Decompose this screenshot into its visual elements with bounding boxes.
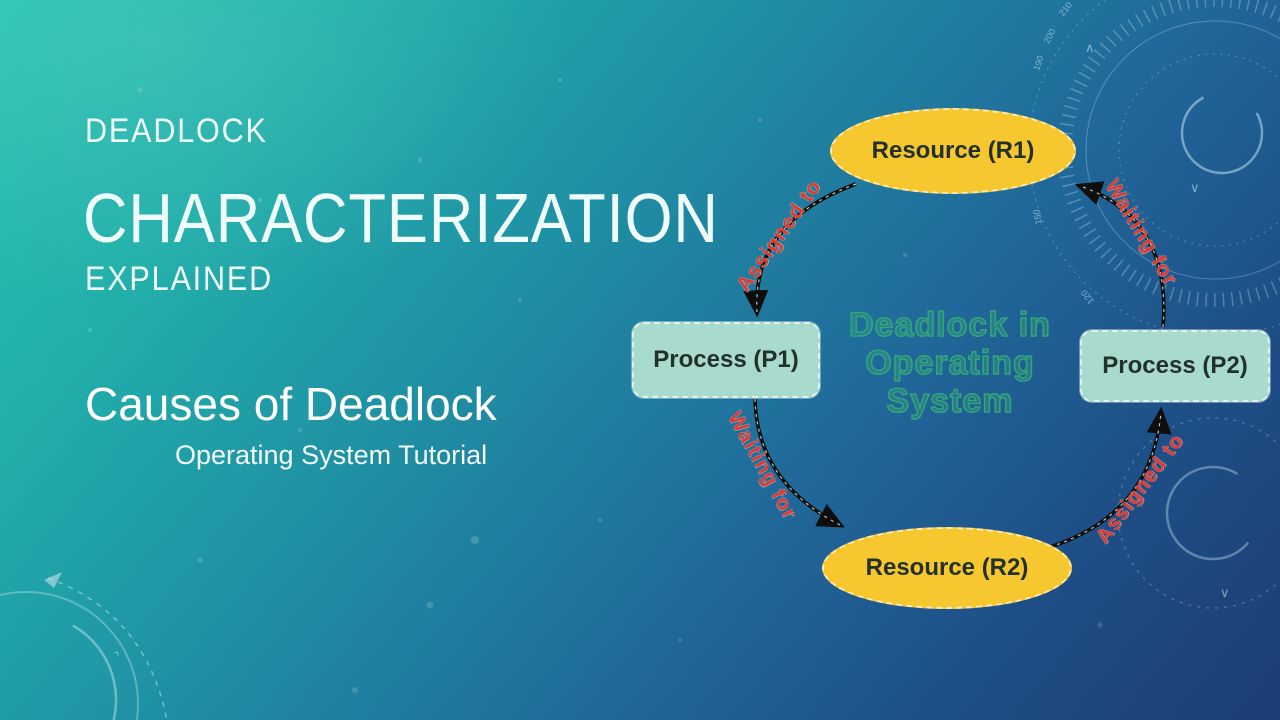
dotted-ring-mid-right [1117,417,1280,609]
node-label: Process (P1) [653,346,799,373]
title-tagline: EXPLAINED [85,260,273,298]
node-process-p2: Process (P2) [1080,330,1270,402]
compass-inner-ring [1085,20,1280,280]
node-label: Process (P2) [1102,352,1248,379]
watermark-line: System [886,381,1014,421]
title-kicker: DEADLOCK [85,112,268,150]
broken-ring-bottom-left [0,612,118,720]
node-resource-r2: Resource (R2) [822,527,1072,609]
diagram-watermark-text: Deadlock in Operating System [835,305,1065,421]
watermark-line: Deadlock in [848,305,1051,345]
node-label: Resource (R1) [871,137,1035,164]
background-particles [88,78,1103,693]
slide-subtitle: Causes of Deadlock [85,378,497,430]
slide-subtext: Operating System Tutorial [175,440,488,470]
node-label: Resource (R2) [865,554,1029,581]
trail-arrowhead-icon [44,572,62,588]
broken-ring-mid-right [1165,465,1261,561]
watermark-line: Operating [864,343,1035,383]
compass-dotted-ring-inner [1118,53,1280,247]
ring-bottom-left [0,591,139,720]
node-process-p1: Process (P1) [632,322,820,398]
page-title: CHARACTERIZATION [83,179,719,257]
node-resource-r1: Resource (R1) [830,108,1076,194]
